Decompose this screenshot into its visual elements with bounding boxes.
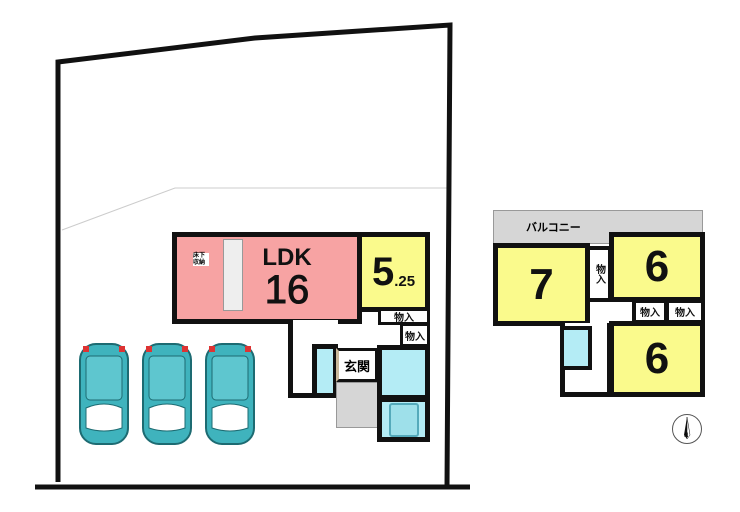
ldk-label: LDK (262, 244, 312, 271)
ldk-size: 16 (264, 268, 310, 312)
storage-2f-c: 物入 (665, 299, 705, 324)
entrance: 玄関 (336, 348, 378, 382)
storage-label: 物入 (675, 308, 695, 319)
underfloor-storage-label: 床下収納 (193, 252, 209, 267)
room-6-south: 6 (609, 321, 705, 397)
washroom (377, 345, 430, 400)
western-room-1f: 5.25 (357, 232, 430, 312)
bathtub (388, 402, 419, 437)
room-size: 7 (529, 259, 554, 309)
room-size-decimal: .25 (394, 272, 416, 290)
toilet-1f (312, 344, 338, 398)
entrance-label: 玄関 (343, 359, 370, 375)
toilet-2f (560, 326, 592, 370)
entrance-porch (336, 382, 378, 428)
room-size: 6 (644, 334, 670, 383)
car-1 (79, 343, 129, 445)
storage-label: 物入 (394, 313, 414, 324)
boundary-line (61, 187, 447, 231)
room-size: 5 (371, 250, 395, 294)
room-size: 6 (644, 242, 670, 291)
lot-boundary (55, 22, 453, 488)
car-3 (205, 343, 255, 445)
ldk-room: 床下収納 LDK 16 (172, 232, 362, 324)
room-6-north: 6 (609, 232, 705, 302)
bathroom (377, 397, 430, 442)
kitchen-counter (223, 239, 243, 311)
room-7: 7 (493, 243, 590, 326)
compass-north-label: N (684, 432, 689, 439)
storage-1f-b: 物入 (400, 323, 430, 347)
storage-label: 物入 (593, 264, 605, 284)
compass-icon: N (672, 414, 702, 444)
car-2 (142, 343, 192, 445)
balcony-label: バルコニー (526, 221, 581, 234)
storage-label: 物入 (405, 331, 425, 343)
storage-label: 物入 (640, 308, 660, 319)
